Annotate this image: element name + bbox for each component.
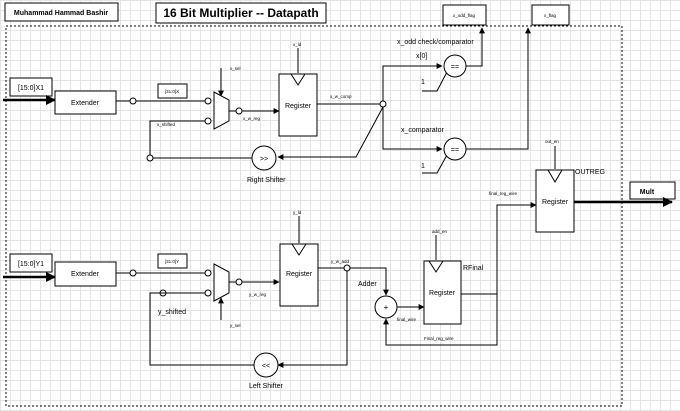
y-reg-out-label: y_w_add [331, 259, 350, 264]
y-ext-out-tag: [31:0]Y [157, 253, 188, 269]
rfinal-feedback-wire [383, 293, 498, 346]
x-odd-flag-output: x_odd_flag [442, 4, 487, 26]
y-mux-out-node [235, 278, 243, 286]
x-input: [15:0]X1 [9, 77, 53, 97]
x-to-cmp-wire [382, 107, 443, 152]
y-input-label: [15:0]Y1 [18, 261, 44, 268]
y-ext-node [129, 269, 137, 277]
right-shifter: >> [251, 145, 277, 171]
x-ext-out-label: [31:0]X [165, 89, 179, 94]
right-shifter-label: Right Shifter [247, 177, 286, 184]
y-register: Register [279, 243, 319, 307]
x-odd-bit-label: x[0] [416, 53, 427, 60]
x-odd-flag-label: x_odd_flag [453, 13, 476, 18]
x-odd-flag-wire [466, 27, 485, 67]
out-en-label: out_en [545, 139, 559, 144]
y-mux-in1-node [204, 289, 212, 297]
left-shifter: << [253, 352, 279, 378]
y-shift-return-wire [149, 292, 254, 366]
y-mux [213, 263, 230, 302]
x-comparator: == [443, 137, 467, 161]
diagram-title: 16 Bit Multiplier -- Datapath [163, 6, 318, 20]
x-odd-eq-symbol: == [451, 64, 459, 71]
y-mux-in0-node [204, 269, 212, 277]
y-extender: Extender [54, 261, 117, 287]
adder-label: Adder [358, 281, 377, 288]
x-odd-cmp-label: x_odd check/comparator [397, 39, 474, 46]
x-mux-out-node [235, 107, 243, 115]
x-extender: Extender [54, 90, 117, 115]
adder: + [374, 295, 398, 319]
adder-out-label: final_wire [397, 317, 417, 322]
datapath-boundary [5, 25, 623, 407]
y-ext-out-label: [31:0]Y [165, 259, 179, 264]
y-to-adder-wire [350, 267, 389, 296]
left-shifter-label: Left Shifter [249, 383, 284, 390]
x-cmp-one-label: 1 [421, 163, 425, 170]
x-mux-in0-node [204, 97, 212, 105]
x-extender-label: Extender [71, 100, 100, 107]
out-register-name: OUTREG [575, 169, 605, 176]
x-odd-one-wire [422, 71, 448, 92]
x-odd-comparator: == [443, 54, 467, 78]
x-feedback-wire [277, 106, 384, 160]
y-mux-out-label: y_w_reg [249, 292, 267, 297]
x-cmp-eq-symbol: == [451, 147, 459, 154]
x-mux [213, 91, 230, 130]
x-register-label: Register [285, 103, 312, 110]
rfinal-register-clock [428, 260, 444, 273]
x-odd-one-label: 1 [421, 79, 425, 86]
x-cmp-one-wire [422, 154, 448, 174]
x-flag-output: x_flag [531, 4, 570, 26]
rfinal-name: RFinal [463, 265, 484, 272]
y-input: [15:0]Y1 [9, 253, 53, 273]
x-mux-in1-node [204, 117, 212, 125]
adder-symbol: + [384, 303, 389, 312]
add-en-label: add_en [432, 229, 448, 234]
x-reg-out-node [379, 100, 387, 108]
x-to-odd-cmp-wire [382, 63, 443, 101]
x-shift-return-node [146, 154, 154, 162]
y-feedback-wire [277, 271, 348, 368]
rfinal-feedback-label: Final_reg_wire [424, 336, 454, 341]
out-register: Register [535, 169, 575, 233]
x-flag-wire [466, 27, 531, 150]
final-reg-wire [496, 202, 537, 294]
x-input-label: [15:0]X1 [18, 85, 44, 92]
x-ext-out-tag: [31:0]X [157, 83, 188, 99]
right-shifter-symbol: >> [260, 156, 268, 163]
x-mux-out-label: x_w_reg [243, 116, 261, 121]
author-box: Muhammad Hammad Bashir [4, 2, 119, 22]
y-extender-label: Extender [71, 271, 100, 278]
x-register: Register [278, 73, 318, 137]
x-shift-return-wire [149, 120, 252, 159]
x-reg-out-label: x_w_comp [330, 94, 352, 99]
y-sel-label: y_sel [230, 323, 241, 328]
x-shifted-label: x_shifted [157, 122, 176, 127]
x-cmp-label: x_comparator [401, 127, 444, 134]
y-register-clock [291, 243, 307, 256]
x-flag-label: x_flag [544, 13, 557, 18]
author-name: Muhammad Hammad Bashir [14, 10, 108, 17]
x-sel-label: x_sel [230, 66, 241, 71]
mult-label: Mult [640, 189, 655, 196]
mult-output: Mult [629, 181, 676, 200]
rfinal-register: Register [423, 260, 462, 325]
y-register-label: Register [286, 271, 313, 278]
final-reg-wire-label: final_reg_wire [489, 191, 518, 196]
x-register-clock [290, 73, 306, 86]
rfinal-register-label: Register [429, 290, 456, 297]
out-register-label: Register [542, 199, 569, 206]
y-shifted-label: y_shifted [158, 309, 186, 316]
left-shifter-symbol: << [262, 363, 270, 370]
x-ext-node [129, 97, 137, 105]
y-reg-out-node [343, 264, 351, 272]
y-ld-label: y_ld [293, 210, 302, 215]
title-box: 16 Bit Multiplier -- Datapath [155, 2, 327, 24]
x-ld-label: x_ld [293, 42, 302, 47]
out-register-clock [547, 169, 563, 183]
